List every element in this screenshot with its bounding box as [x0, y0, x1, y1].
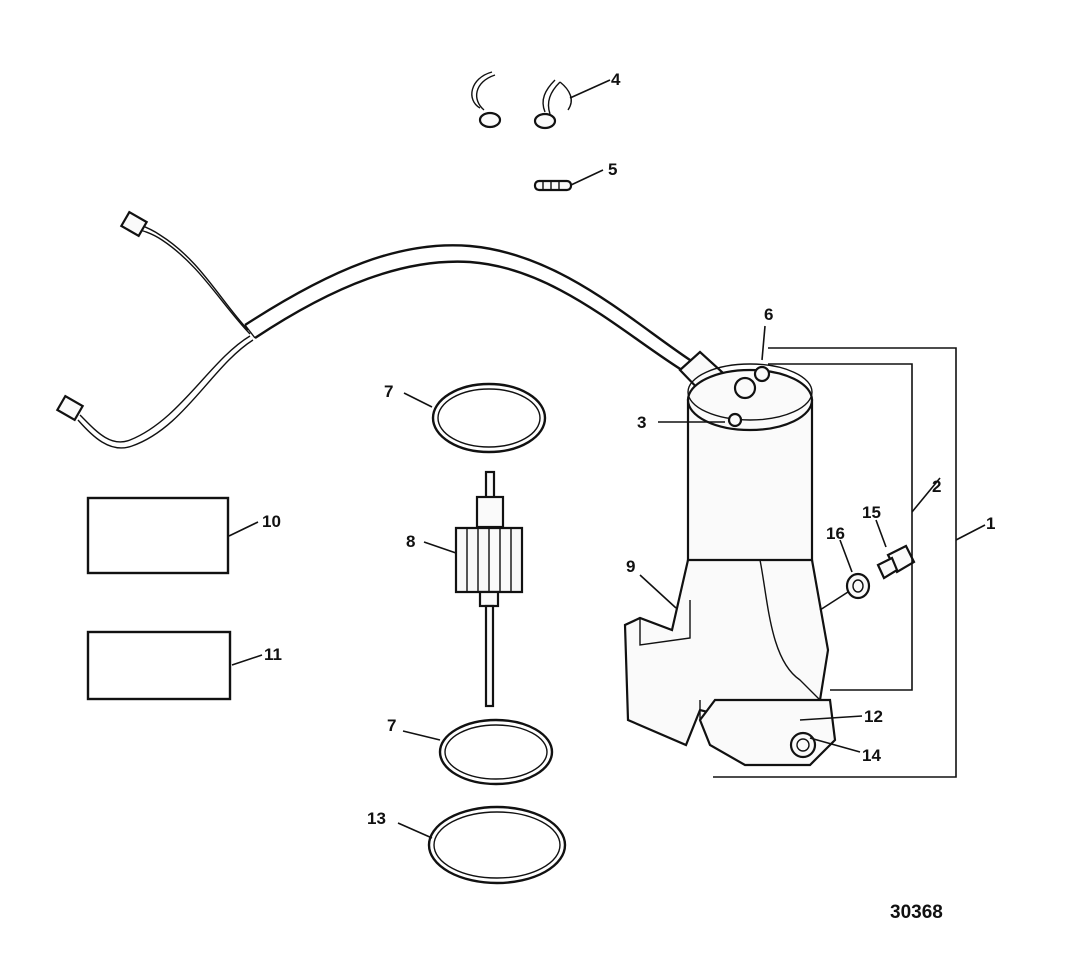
- callout-9: 9: [626, 557, 635, 576]
- nut-part-16: [845, 572, 871, 600]
- callout-3: 3: [637, 413, 646, 432]
- callout-15: 15: [862, 503, 881, 522]
- wire-leads-part-4: [471, 71, 572, 130]
- pin-part-5: [533, 179, 573, 192]
- motor-assembly: [623, 363, 837, 767]
- callout-16: 16: [826, 524, 845, 543]
- assembly-bracket-lines: [713, 347, 986, 778]
- callout-7-bottom: 7: [387, 716, 396, 735]
- cable-harness: [55, 210, 724, 449]
- callout-2: 2: [932, 477, 941, 496]
- fitting-part-15: [876, 544, 916, 580]
- callout-7-top: 7: [384, 382, 393, 401]
- callout-5: 5: [608, 160, 617, 179]
- callout-11: 11: [264, 645, 282, 664]
- decal-part-10: [86, 496, 230, 575]
- leader-lines: [228, 79, 887, 839]
- callout-6: 6: [764, 305, 773, 324]
- callout-12: 12: [864, 707, 883, 726]
- callout-10: 10: [262, 512, 281, 531]
- o-ring-part-13: [427, 805, 567, 885]
- o-ring-top-part-7: [431, 382, 547, 454]
- figure-number: 30368: [890, 902, 943, 923]
- decal-part-11: [86, 630, 232, 701]
- callout-8: 8: [406, 532, 415, 551]
- callout-13: 13: [367, 809, 386, 828]
- callout-1: 1: [986, 514, 995, 533]
- o-ring-bottom-part-7: [438, 718, 554, 786]
- o-ring-bottom-inner: [444, 724, 548, 780]
- callout-14: 14: [862, 746, 881, 765]
- o-ring-top-inner: [437, 388, 541, 448]
- armature-part-8: [454, 470, 524, 708]
- o-ring-13-inner: [433, 811, 561, 879]
- callout-4: 4: [611, 70, 621, 89]
